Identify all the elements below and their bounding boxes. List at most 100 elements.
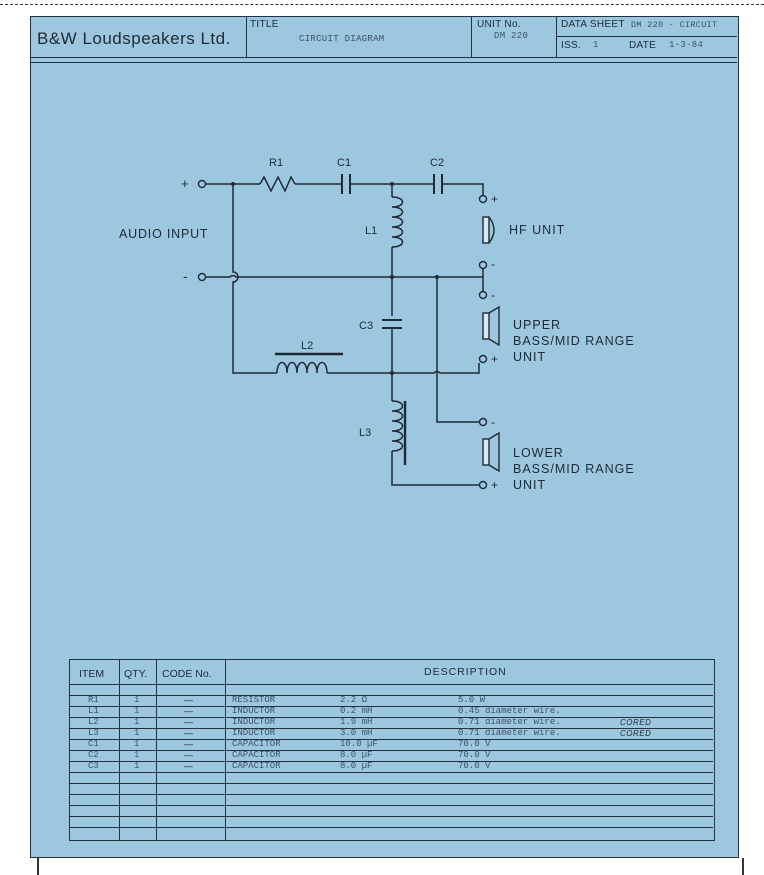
table-grid-line (70, 794, 713, 795)
table-grid-line (70, 783, 713, 784)
l3-label: L3 (359, 427, 371, 439)
title-block-border-inner (31, 62, 737, 63)
title-cell: TITLE CIRCUIT DIAGRAM (247, 17, 472, 57)
lower-minus-sign: - (491, 415, 495, 429)
header-item: ITEM (79, 668, 105, 680)
cell-qty: 1 (134, 717, 140, 727)
inductor-l3 (391, 400, 404, 452)
lower-speaker-cone-icon (488, 431, 500, 473)
cell-type: CAPACITOR (232, 739, 281, 749)
cell-value: 10.0 µF (340, 739, 378, 749)
data-sheet-cell: DATA SHEET DM 220 - CIRCUIT ISS. 1 DATE … (557, 17, 737, 57)
lower-plus-terminal (478, 480, 488, 490)
company-name: B&W Loudspeakers Ltd. (37, 29, 231, 48)
resistor-r1 (259, 175, 296, 193)
upper-line2: BASS/MID RANGE (513, 334, 635, 348)
crossover-circuit-diagram: + - AUDIO INPUT R1 C1 C2 + L1 HF UNIT (119, 157, 635, 492)
cell-spec: 5.0 W (458, 695, 486, 705)
upper-line3: UNIT (513, 350, 546, 364)
cell-type: INDUCTOR (232, 728, 276, 738)
table-grid-line (70, 816, 713, 817)
lower-line2: BASS/MID RANGE (513, 462, 635, 476)
cell-item: L3 (88, 728, 99, 738)
cell-spec: 0.71 diameter wire. (458, 728, 561, 738)
issue-value: 1 (593, 40, 599, 50)
table-grid-line (70, 827, 713, 828)
table-grid-line (70, 706, 713, 707)
hf-plus-terminal (478, 194, 488, 204)
cell-spec: 70.0 V (458, 739, 491, 749)
inductor-l1 (391, 196, 404, 248)
inductor-l2 (276, 361, 328, 374)
cell-item: L1 (88, 706, 99, 716)
title-block: B&W Loudspeakers Ltd. TITLE CIRCUIT DIAG… (31, 17, 737, 59)
cell-qty: 1 (134, 728, 140, 738)
cell-value: 3.0 mH (340, 728, 373, 738)
lower-line1: LOWER (513, 446, 564, 460)
cell-value: 1.9 mH (340, 717, 373, 727)
cell-item: L2 (88, 717, 99, 727)
table-grid-line (70, 717, 713, 718)
hf-speaker-cone-icon (488, 216, 495, 244)
header-code: CODE No. (162, 668, 212, 680)
cell-item: C2 (88, 750, 99, 760)
cell-qty: 1 (134, 706, 140, 716)
cell-code: — (184, 728, 193, 738)
cell-value: 2.2 Ω (340, 695, 368, 705)
data-sheet-label: DATA SHEET (561, 19, 625, 30)
cell-spec: 70.0 V (458, 761, 491, 771)
hf-plus-sign: + (491, 192, 498, 206)
unit-no-cell: UNIT No. DM 220 (472, 17, 557, 57)
cell-type: RESISTOR (232, 695, 276, 705)
cell-value: 0.2 mH (340, 706, 373, 716)
cell-item: C1 (88, 739, 99, 749)
drawing-sheet: B&W Loudspeakers Ltd. TITLE CIRCUIT DIAG… (30, 16, 739, 858)
c3-label: C3 (359, 320, 373, 332)
data-sheet-value: DM 220 - CIRCUIT (631, 20, 718, 30)
crop-mark-right (742, 858, 744, 875)
upper-minus-sign: - (491, 288, 495, 302)
cell-type: CAPACITOR (232, 761, 281, 771)
cell-type: INDUCTOR (232, 706, 276, 716)
wire-hf-minus (479, 269, 484, 278)
title-value: CIRCUIT DIAGRAM (299, 34, 385, 44)
table-grid-line (70, 805, 713, 806)
input-minus-terminal (197, 272, 207, 282)
cell-value: 8.0 µF (340, 750, 373, 760)
data-sheet-divider (557, 36, 737, 37)
table-grid-line (70, 684, 713, 685)
hf-unit-label: HF UNIT (509, 223, 565, 237)
table-grid-line (70, 761, 713, 762)
cell-spec: 70.0 V (458, 750, 491, 760)
wire-c2-hf (442, 183, 484, 195)
cell-qty: 1 (134, 750, 140, 760)
upper-plus-terminal (478, 354, 488, 364)
unit-no-value: DM 220 (494, 31, 529, 41)
upper-line1: UPPER (513, 318, 561, 332)
title-label: TITLE (250, 19, 279, 30)
wire-l3-bottom (391, 451, 479, 486)
issue-label: ISS. (561, 40, 582, 51)
wire-minus-bus (206, 274, 479, 278)
date-value: 1-3-84 (669, 40, 704, 50)
header-description: DESCRIPTION (424, 666, 507, 678)
audio-input-label: AUDIO INPUT (119, 227, 208, 241)
cell-type: CAPACITOR (232, 750, 281, 760)
l2-label: L2 (301, 340, 313, 352)
cell-value: 8.0 µF (340, 761, 373, 771)
cell-qty: 1 (134, 761, 140, 771)
cell-item: R1 (88, 695, 99, 705)
cell-code: — (184, 695, 193, 705)
l1-label: L1 (365, 225, 377, 237)
lower-line3: UNIT (513, 478, 546, 492)
input-plus-terminal (197, 179, 207, 189)
wire-l2-right (327, 363, 480, 374)
table-grid-line (70, 695, 713, 696)
crop-mark-left (37, 858, 39, 875)
sheet-cut-line (0, 4, 764, 5)
hf-minus-terminal (478, 260, 488, 270)
